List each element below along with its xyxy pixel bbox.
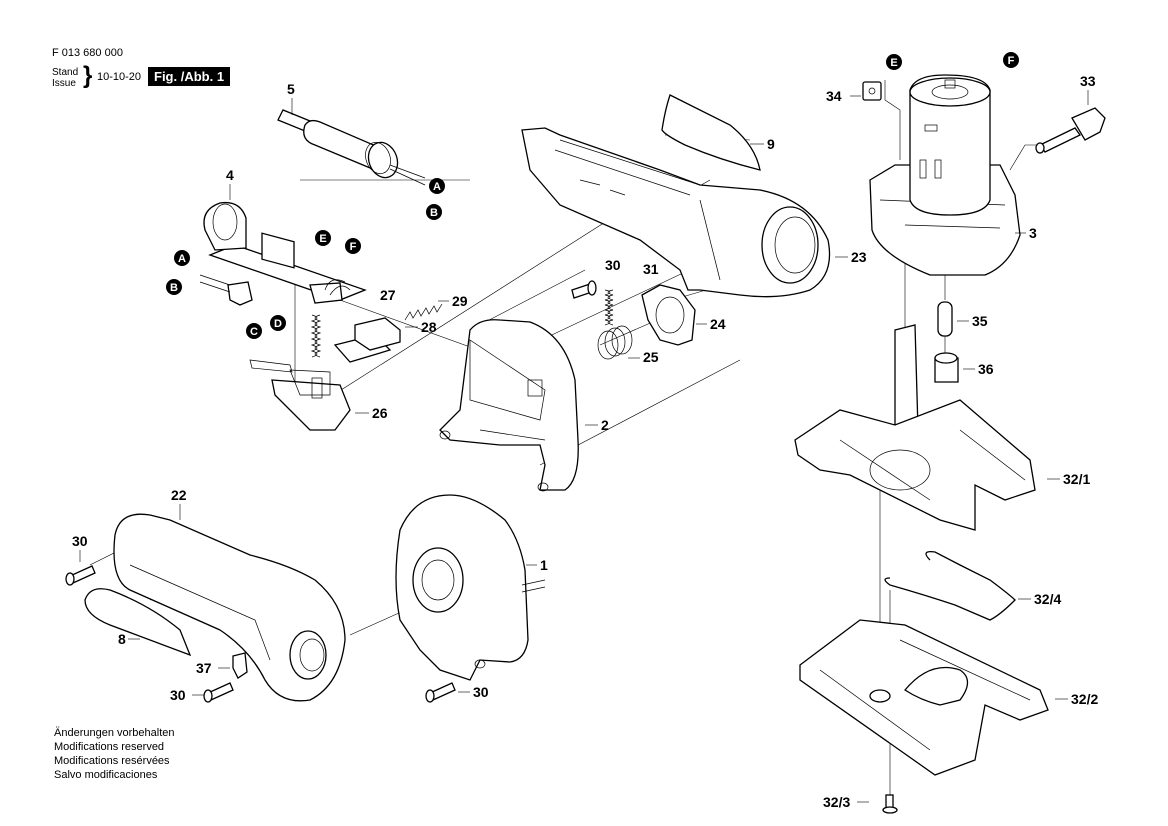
footer-line-de: Änderungen vorbehalten: [54, 727, 175, 739]
svg-text:D: D: [274, 318, 282, 330]
marker-a-board: A: [174, 250, 190, 266]
part-30-screw-top: [571, 280, 597, 299]
svg-text:F: F: [1008, 55, 1015, 67]
label-33: 33: [1080, 73, 1096, 89]
label-30-bottom-center: 30: [473, 684, 489, 700]
label-32-4: 32/4: [1034, 591, 1061, 607]
svg-text:A: A: [433, 181, 441, 193]
marker-b-board: B: [166, 279, 182, 295]
part-2-handle: [439, 319, 579, 492]
footer-line-fr: Modifications resérvées: [54, 755, 170, 767]
label-3: 3: [1029, 225, 1037, 241]
part-36-bushing: [934, 352, 959, 383]
label-28: 28: [421, 319, 437, 335]
label-27: 27: [380, 287, 396, 303]
part-32-2-base-plate: [799, 619, 1049, 776]
marker-e-motor: E: [886, 54, 902, 70]
part-3-motor: [909, 74, 991, 216]
marker-d-board: D: [270, 315, 286, 331]
svg-text:E: E: [319, 233, 326, 245]
svg-text:A: A: [178, 253, 186, 265]
label-23: 23: [851, 249, 867, 265]
label-1: 1: [540, 557, 548, 573]
part-25-spring-rings: [597, 325, 633, 360]
svg-text:B: B: [170, 282, 178, 294]
marker-b-cable: B: [426, 204, 442, 220]
brace: }: [83, 62, 93, 89]
marker-e-board: E: [315, 230, 331, 246]
marker-f-board: F: [345, 238, 361, 254]
part-26-trigger: [249, 359, 351, 431]
label-5: 5: [287, 81, 295, 97]
label-8: 8: [118, 631, 126, 647]
part-24-bearing-holder: [641, 284, 696, 346]
part-34-washer: [862, 81, 882, 101]
part-30-screw-left: [65, 565, 96, 586]
part-35-pin: [937, 301, 953, 337]
part-22-grip: [113, 513, 346, 702]
footer-line-es: Salvo modificaciones: [54, 769, 158, 781]
label-4: 4: [226, 167, 234, 183]
part-32-3-screw: [882, 794, 898, 814]
part-32-1-base-frame: [794, 324, 1036, 531]
part-31-spring: [604, 289, 614, 326]
label-30-top: 30: [605, 257, 621, 273]
figure-label: Fig. /Abb. 1: [148, 67, 231, 86]
label-26: 26: [372, 405, 388, 421]
svg-text:C: C: [250, 326, 258, 338]
label-2: 2: [601, 417, 609, 433]
part-28-slider: [333, 317, 401, 363]
label-32-2: 32/2: [1071, 691, 1098, 707]
part-4-electronic-board: [199, 201, 367, 306]
marker-f-motor: F: [1003, 52, 1019, 68]
part-32-4-wire-spring: [884, 551, 1016, 621]
document-number: F 013 680 000: [52, 47, 123, 59]
footer-line-en: Modifications reserved: [54, 741, 165, 753]
part-37-clip: [232, 652, 248, 679]
marker-a-cable: A: [429, 178, 445, 194]
stand-issue-label: Stand Issue: [52, 67, 78, 89]
part-33-shaft: [1035, 107, 1106, 154]
part-9-label: [661, 94, 761, 171]
label-30-left: 30: [72, 533, 88, 549]
part-8-grip-cover: [84, 588, 192, 657]
part-29-spring: [404, 303, 443, 321]
svg-text:F: F: [350, 241, 357, 253]
connection-markers: A B A B C D E F: [166, 52, 1019, 339]
issue-date: 10-10-20: [97, 71, 142, 83]
label-22: 22: [171, 487, 187, 503]
label-9: 9: [767, 136, 775, 152]
part-5-cable: [277, 109, 426, 186]
stand-label: Stand: [52, 67, 79, 78]
part-23-housing: [521, 127, 831, 298]
label-35: 35: [972, 313, 988, 329]
label-31: 31: [643, 261, 659, 277]
label-30-bottom-left: 30: [170, 687, 186, 703]
label-24: 24: [710, 316, 726, 332]
part-27-spring: [310, 314, 322, 358]
marker-c-board: C: [246, 323, 262, 339]
label-25: 25: [643, 349, 659, 365]
svg-text:B: B: [430, 207, 438, 219]
label-32-1: 32/1: [1063, 471, 1090, 487]
label-36: 36: [978, 361, 994, 377]
footer-notes: Änderungen vorbehalten Modifications res…: [54, 726, 174, 782]
part-labels: 5 4 9 23 30 31 24 25 27 29 28 26 2 3 34 …: [72, 73, 1098, 810]
part-30-screw-bottom-center: [425, 682, 456, 703]
part-1-front-cover: [395, 494, 546, 681]
label-32-3: 32/3: [823, 794, 850, 810]
part-30-screw-bottom-left: [203, 682, 234, 703]
svg-text:E: E: [890, 57, 897, 69]
label-34: 34: [826, 88, 842, 104]
label-37: 37: [196, 660, 212, 676]
label-29: 29: [452, 293, 468, 309]
issue-label: Issue: [52, 78, 76, 89]
